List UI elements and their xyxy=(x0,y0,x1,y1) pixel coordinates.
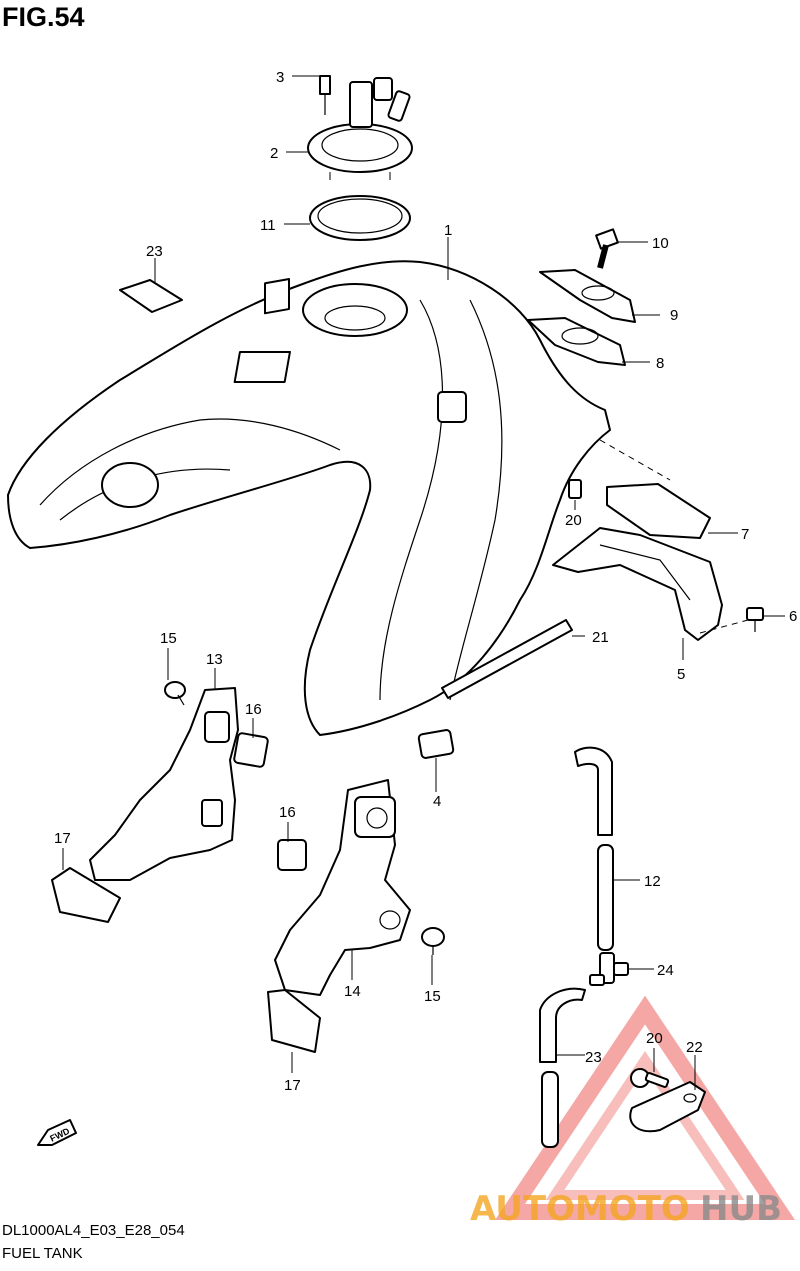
callout-13: 13 xyxy=(206,651,223,668)
callout-11: 12 xyxy=(644,873,661,890)
callout-12: 11 xyxy=(260,217,276,234)
label-pad xyxy=(119,279,183,313)
callout-20: 20 xyxy=(646,1030,663,1047)
grommet-16a xyxy=(233,732,269,768)
callout-23: 23 xyxy=(585,1049,602,1066)
hose-23 xyxy=(539,987,586,1148)
callout-6: 6 xyxy=(789,608,797,625)
watermark-text: AUTOMOTO HUB xyxy=(470,1189,782,1229)
rubber-strip xyxy=(441,619,573,699)
bolt-and-brackets xyxy=(527,228,636,366)
bolt-15b xyxy=(421,927,445,955)
watermark-part2: HUB xyxy=(700,1189,782,1229)
callout-10: 10 xyxy=(652,235,669,252)
callout-17a: 17 xyxy=(54,830,71,847)
callout-3: 3 xyxy=(276,69,284,86)
side-bracket-14 xyxy=(274,779,411,996)
callout-1: 1 xyxy=(444,222,452,239)
cap-gasket-ring xyxy=(309,195,411,241)
callout-7: 7 xyxy=(741,526,749,543)
callout-5: 5 xyxy=(677,666,685,683)
callout-8: 8 xyxy=(656,355,664,372)
bolt-15a xyxy=(164,681,186,706)
watermark-part1: AUTOMOTO xyxy=(470,1189,690,1229)
side-bracket-13 xyxy=(89,687,239,881)
footer-name: FUEL TANK xyxy=(2,1245,83,1262)
callout-19: 21 xyxy=(592,629,609,646)
bolt-20-clamp-22 xyxy=(629,1068,706,1133)
footer-code: DL1000AL4_E03_E28_054 xyxy=(2,1222,185,1239)
callout-16b: 16 xyxy=(279,804,296,821)
cushion-pad xyxy=(599,439,711,539)
callout-15a: 15 xyxy=(160,630,177,647)
callout-18: 20 xyxy=(565,512,582,529)
leader-lines xyxy=(62,75,785,1090)
callout-21: 23 xyxy=(146,243,163,260)
callout-17b: 17 xyxy=(284,1077,301,1094)
callout-22: 22 xyxy=(686,1039,703,1056)
callout-4: 4 xyxy=(433,793,441,810)
fwd-arrow-icon xyxy=(37,1119,77,1146)
figure-title: FIG.54 xyxy=(2,2,85,32)
small-clip xyxy=(568,479,582,499)
callout-2: 2 xyxy=(270,145,278,162)
joint-24 xyxy=(589,952,629,986)
tank-rear-bracket xyxy=(552,527,723,641)
pad-17b xyxy=(267,989,321,1053)
grommet-16b xyxy=(277,839,307,871)
callout-15b: 15 xyxy=(424,988,441,1005)
fuel-cap-assembly xyxy=(307,75,413,180)
pad-17a xyxy=(51,867,121,923)
callout-14: 14 xyxy=(344,983,361,1000)
fuel-tank-body xyxy=(7,260,611,736)
watermark-logo xyxy=(495,995,795,1220)
clip-4 xyxy=(417,729,455,759)
callout-24: 24 xyxy=(657,962,674,979)
bolt-6 xyxy=(699,607,764,634)
callout-9: 9 xyxy=(670,307,678,324)
callout-16a: 16 xyxy=(245,701,262,718)
hose-11 xyxy=(574,746,614,951)
